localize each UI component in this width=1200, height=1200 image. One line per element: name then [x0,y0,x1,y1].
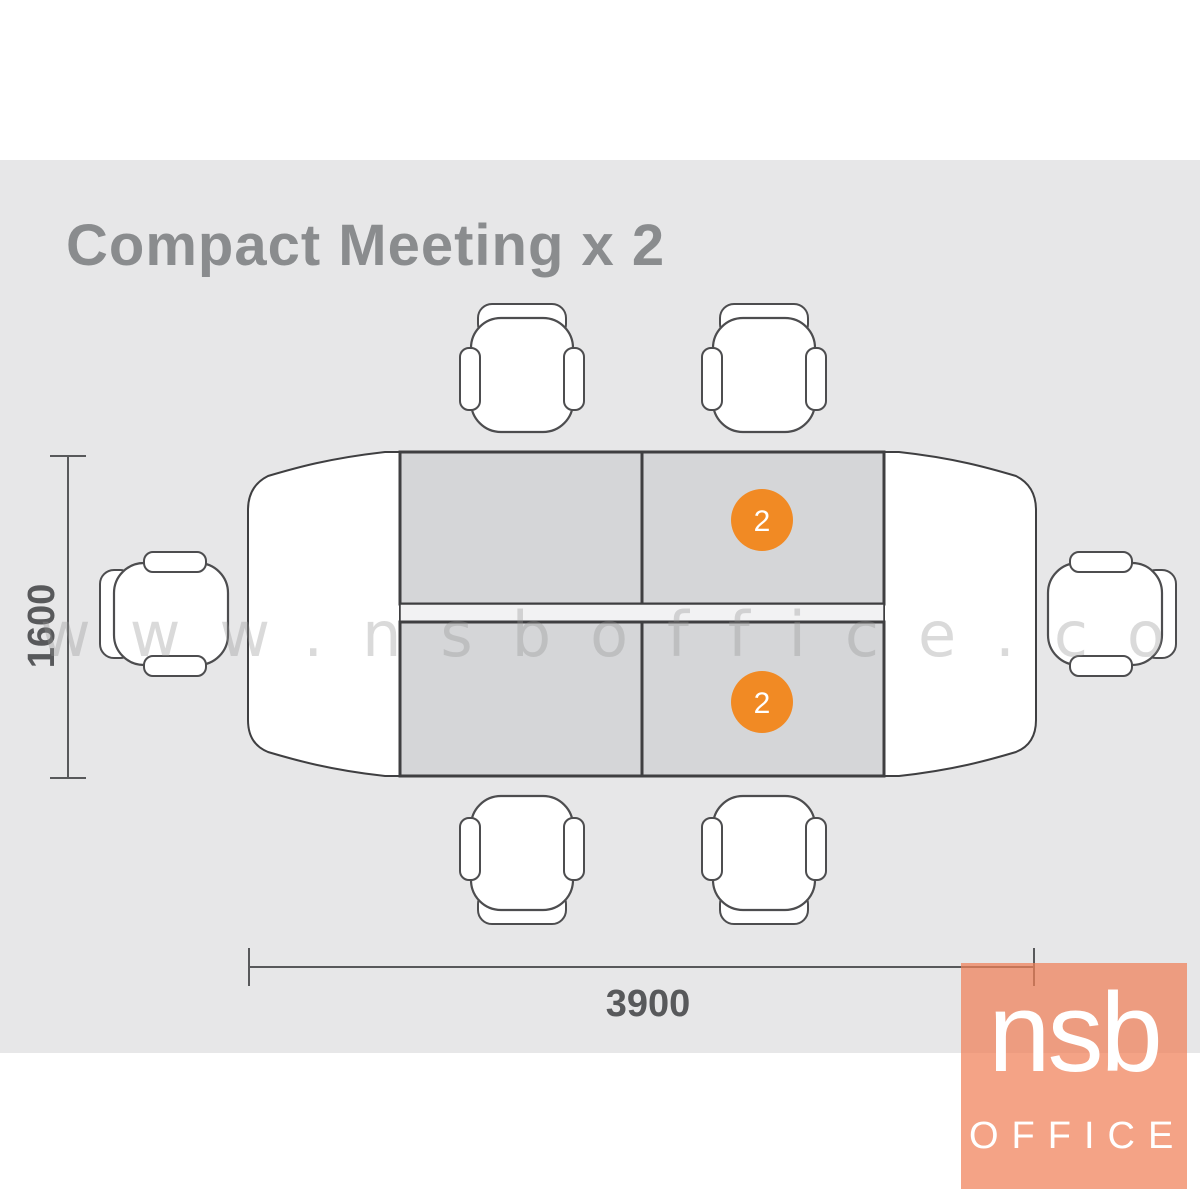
chair-bottom-right [700,794,828,926]
table-module-bottom-left [398,620,644,778]
table-end-right [883,451,1037,777]
depth-label: 1600 [21,584,63,669]
table-end-left [247,451,401,777]
quantity-badge-bottom: 2 [731,671,793,733]
width-label: 3900 [606,983,691,1025]
logo-main-text: nsb [988,970,1163,1095]
table-module-top-left [398,450,644,606]
nsb-office-logo: nsb OFFICE [961,963,1187,1189]
chair-top-right [700,302,828,434]
quantity-badge-bottom-label: 2 [754,687,771,720]
quantity-badge-top: 2 [731,489,793,551]
watermark: www.nsboffice.com [40,598,1200,671]
diagram-title: Compact Meeting x 2 [66,213,666,278]
chair-top-left [458,302,586,434]
logo-sub-text: OFFICE [969,1115,1187,1157]
quantity-badge-top-label: 2 [754,505,771,538]
depth-dimension [50,455,86,779]
width-dimension [248,948,1035,986]
chair-bottom-left [458,794,586,926]
